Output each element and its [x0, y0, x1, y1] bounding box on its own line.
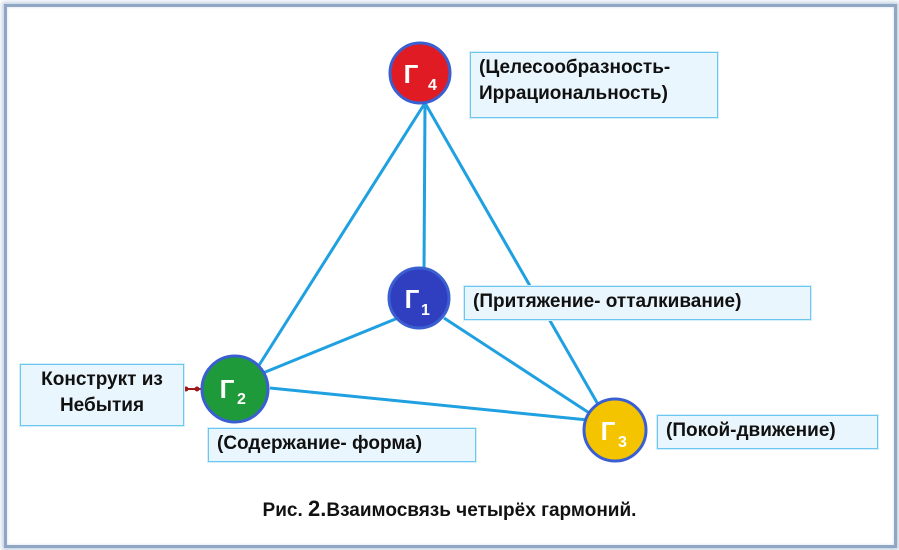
- label-g4-line-1: (Целесообразность-: [479, 57, 671, 78]
- node-g1-symbol: Г: [405, 284, 420, 314]
- node-g4-symbol: Г: [404, 59, 419, 89]
- label-construct-line-2: Небытия: [59, 395, 145, 416]
- node-g3-symbol: Г: [601, 416, 616, 446]
- node-g2: Г 2: [200, 354, 270, 424]
- caption-text: Взаимосвязь четырёх гармоний.: [326, 500, 637, 521]
- edge-g4-g3: [423, 102, 609, 421]
- label-construct: Конструкт из Небытия: [20, 364, 184, 426]
- label-g4-line-2: Иррациональность): [479, 83, 668, 104]
- connector-arrow: [183, 386, 203, 392]
- label-g3: (Покой-движение): [657, 415, 878, 449]
- label-g1-line-1: (Притяжение- отталкивание): [473, 291, 742, 312]
- node-g3: Г 3: [582, 397, 648, 463]
- node-g4-index: 4: [428, 77, 437, 94]
- label-g1: (Притяжение- отталкивание): [464, 286, 811, 320]
- node-g4-circle: [388, 41, 452, 105]
- node-g1-circle: [387, 266, 451, 330]
- node-g2-circle: [200, 354, 270, 424]
- node-g1-index: 1: [421, 302, 430, 319]
- caption-number: 2.: [308, 496, 327, 521]
- label-construct-line-1: Конструкт из: [41, 369, 163, 390]
- edge-g4-g2: [254, 102, 427, 371]
- node-g1: Г 1: [387, 266, 451, 330]
- node-g2-symbol: Г: [220, 374, 235, 404]
- edges: [254, 102, 609, 422]
- node-g3-circle: [582, 397, 648, 463]
- edge-g4-g1: [422, 102, 427, 274]
- label-g2-line-1: (Содержание- форма): [217, 433, 423, 454]
- label-g2: (Содержание- форма): [208, 428, 476, 462]
- edge-g2-g3: [269, 386, 589, 422]
- node-g2-index: 2: [237, 391, 246, 408]
- node-g3-index: 3: [618, 434, 627, 451]
- figure-caption: Рис. 2.Взаимосвязь четырёх гармоний.: [0, 496, 899, 522]
- caption-prefix: Рис.: [262, 500, 309, 521]
- node-g4: Г 4: [388, 41, 452, 105]
- edge-g1-g2: [257, 316, 399, 377]
- label-g4: (Целесообразность- Иррациональность): [470, 52, 718, 118]
- edge-g1-g3: [443, 316, 601, 422]
- label-g3-line-1: (Покой-движение): [666, 420, 836, 441]
